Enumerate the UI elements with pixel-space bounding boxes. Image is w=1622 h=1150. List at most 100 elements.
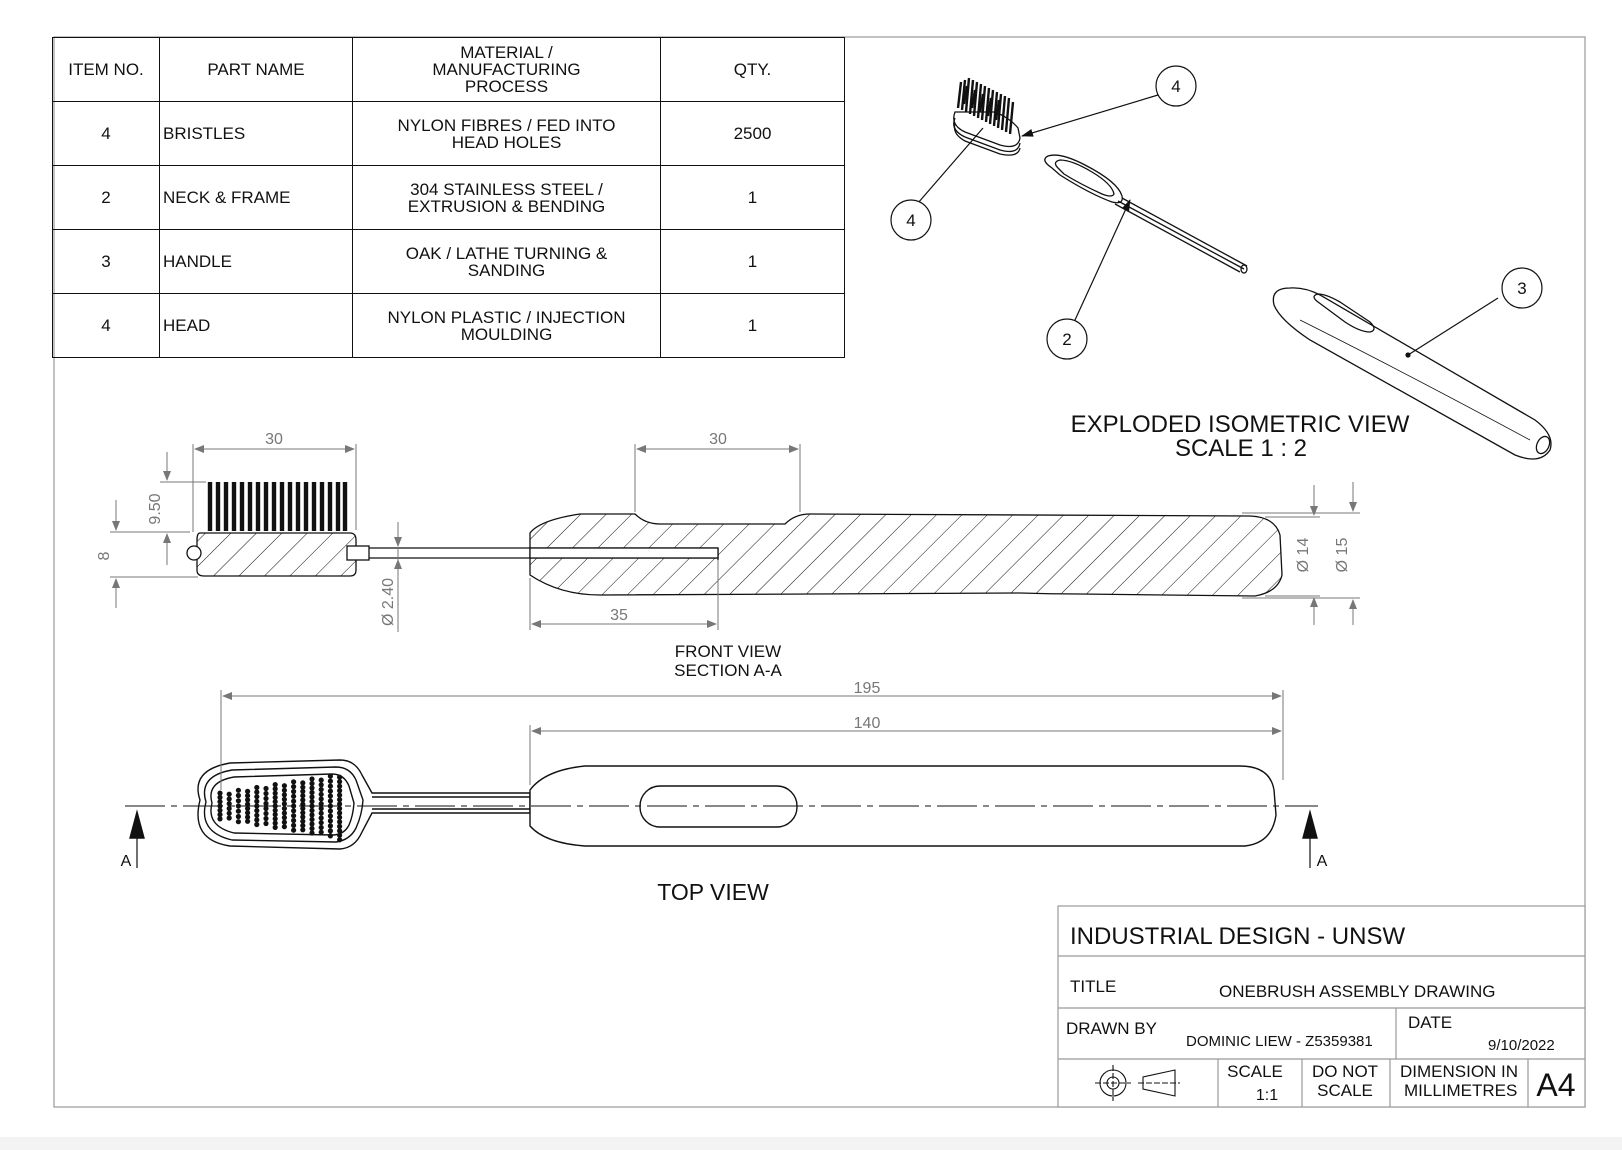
iso-handle <box>1272 287 1552 460</box>
iso-balloons <box>890 65 1543 360</box>
drawing-text: 4 4 2 3 EXPLODED ISOMETRIC VIEW SCALE 1 … <box>96 77 1576 1104</box>
bristle-hole <box>337 819 343 825</box>
balloon-2 <box>1046 318 1088 360</box>
bristle-hole <box>272 824 278 831</box>
bristle-hole <box>281 783 287 789</box>
title-block-lines <box>1057 905 1586 1108</box>
tb-scale-label: SCALE <box>1227 1062 1283 1081</box>
bristle-hole <box>309 807 315 814</box>
table-row: 2 NECK & FRAME 304 STAINLESS STEEL / EXT… <box>52 165 845 230</box>
bristle-hole <box>281 824 287 830</box>
bristle-hole <box>318 820 324 826</box>
bristle-hole <box>217 794 223 801</box>
front-view-dimensions <box>110 444 1360 632</box>
bristle-hole <box>318 782 324 788</box>
bristle-hole <box>327 828 333 834</box>
bristle-hole <box>217 799 223 805</box>
balloon-4a <box>1155 65 1197 107</box>
fv-neck <box>346 545 370 561</box>
section-mark-left: A <box>121 853 132 870</box>
iso-head <box>953 77 1021 156</box>
bristle-hole <box>318 791 324 797</box>
bristle-hole <box>327 818 333 824</box>
bom-header-row: ITEM NO. PART NAME MATERIAL / MANUFACTUR… <box>52 37 845 102</box>
bristle-hole <box>254 798 260 805</box>
bom-header-part: PART NAME <box>159 37 353 102</box>
tb-units-2: MILLIMETRES <box>1404 1081 1517 1100</box>
bristle-hole <box>300 784 306 790</box>
bom-part-name: HEAD <box>159 293 353 358</box>
bristle-hole <box>300 788 306 795</box>
bottom-strip <box>0 1137 1622 1150</box>
bristle-hole <box>337 788 343 794</box>
bristle-hole <box>309 825 315 832</box>
bristle-hole <box>226 810 232 816</box>
tb-noscale-2: SCALE <box>1317 1081 1373 1100</box>
table-row: 3 HANDLE OAK / LATHE TURNING & SANDING 1 <box>52 229 845 294</box>
bristle-hole <box>337 792 343 798</box>
bristle-hole <box>272 820 278 826</box>
bristle-hole <box>263 800 269 807</box>
bristle-hole <box>217 807 223 813</box>
bristle-hole <box>291 798 297 804</box>
tb-org: INDUSTRIAL DESIGN - UNSW <box>1070 923 1405 950</box>
bristle-hole <box>245 818 251 824</box>
bristle-hole <box>226 801 232 807</box>
bristle-hole <box>272 786 278 792</box>
bristle-hole <box>337 805 343 812</box>
bristle-hole <box>327 778 333 784</box>
bristle-hole <box>291 779 297 785</box>
bristle-hole <box>226 796 232 802</box>
bristle-hole <box>337 797 343 803</box>
bristle-hole <box>300 793 306 799</box>
tb-date-value: 9/10/2022 <box>1488 1037 1555 1054</box>
bristle-hole <box>327 793 333 799</box>
bristle-hole <box>318 786 324 793</box>
bristle-hole <box>245 788 251 795</box>
top-view-dimensions <box>220 690 1284 790</box>
bristle-hole <box>327 823 333 829</box>
balloon-3-label: 3 <box>1517 279 1526 298</box>
bristle-hole <box>281 815 287 821</box>
bom-item-no: 3 <box>52 229 160 294</box>
bristle-hole <box>309 780 315 787</box>
bristle-hole <box>281 787 287 793</box>
bristle-hole <box>327 808 333 814</box>
bristle-hole <box>217 816 223 822</box>
bristle-hole <box>318 810 324 816</box>
bill-of-materials: ITEM NO. PART NAME MATERIAL / MANUFACTUR… <box>52 37 845 358</box>
fv-neck-insert <box>529 547 719 559</box>
bristle-hole <box>235 819 241 825</box>
bristle-hole <box>235 792 241 799</box>
balloon-3 <box>1501 267 1543 309</box>
bom-header-material: MATERIAL / MANUFACTURING PROCESS <box>352 37 661 102</box>
bristle-hole <box>272 782 278 788</box>
bristle-hole <box>272 790 278 796</box>
bristle-hole <box>318 805 324 812</box>
bristle-hole <box>217 790 223 796</box>
bristle-hole <box>226 791 232 797</box>
balloon-2-label: 2 <box>1062 330 1071 349</box>
bristle-hole <box>337 801 343 807</box>
bristle-hole <box>272 794 278 801</box>
bristle-hole <box>309 821 315 827</box>
bristle-hole <box>281 805 287 812</box>
dim-end-dia-outer: Ø 15 <box>1334 538 1351 573</box>
bristle-hole <box>263 810 269 817</box>
table-row: 4 BRISTLES NYLON FIBRES / FED INTO HEAD … <box>52 101 845 166</box>
bristle-hole <box>281 801 287 807</box>
tb-scale-value: 1:1 <box>1256 1087 1278 1104</box>
bristle-hole <box>235 787 241 793</box>
bristle-hole <box>263 790 269 797</box>
bristle-hole <box>272 799 278 805</box>
table-row: 4 HEAD NYLON PLASTIC / INJECTION MOULDIN… <box>52 293 845 358</box>
bom-material: NYLON FIBRES / FED INTO HEAD HOLES <box>352 101 661 166</box>
top-view <box>125 759 1318 868</box>
bristle-hole <box>235 798 241 804</box>
bristle-hole <box>291 813 297 819</box>
bristle-hole <box>318 801 324 807</box>
bristle-hole <box>337 779 343 785</box>
bristle-hole <box>291 793 297 799</box>
bristle-hole <box>327 783 333 789</box>
bristle-hole <box>226 805 232 812</box>
